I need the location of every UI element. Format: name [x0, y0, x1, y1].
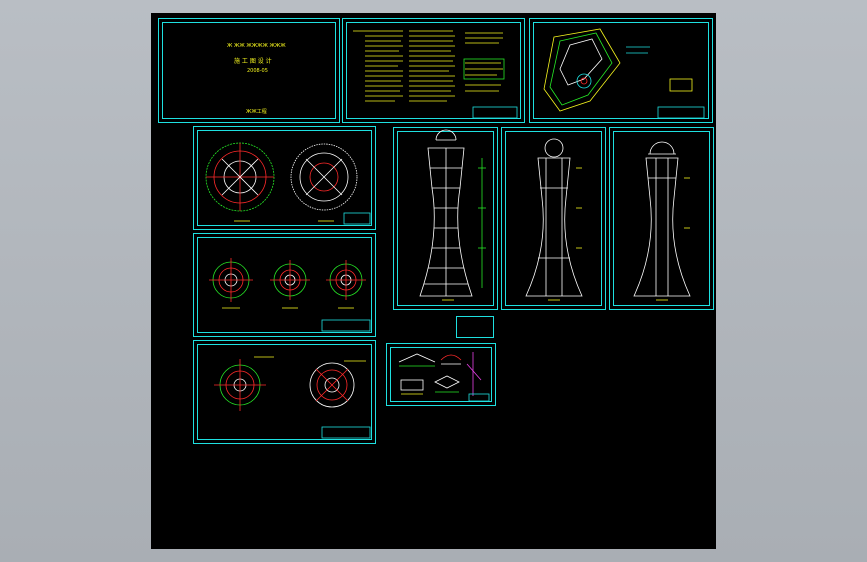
roof-plan-sheet[interactable] [193, 340, 376, 444]
tower-elevation-icon [633, 141, 691, 301]
plan-circle-icon [205, 142, 371, 225]
tower-elevation-icon [525, 138, 583, 301]
cover-title: 施 工 图 设 计 [234, 58, 272, 65]
drawing-canvas[interactable]: Ж ЖЖ ЖЖЖЖ ЖЖЖ 施 工 图 设 计 2008-05 ЖЖ工程 [151, 13, 716, 549]
detail-sheet[interactable] [386, 343, 496, 406]
title-block-frame[interactable] [456, 316, 494, 338]
cover-date: 2008-05 [247, 68, 268, 74]
tower-elevation-icon [419, 129, 486, 301]
detail-icon [398, 352, 490, 402]
cover-line1: Ж ЖЖ ЖЖЖЖ ЖЖЖ [227, 43, 286, 49]
cover-sheet[interactable]: Ж ЖЖ ЖЖЖЖ ЖЖЖ 施 工 图 设 计 2008-05 ЖЖ工程 [158, 18, 340, 123]
site-plan-sheet[interactable] [529, 18, 713, 123]
tower-elevation-sheet-3[interactable] [609, 127, 714, 310]
tower-elevation-sheet-2[interactable] [501, 127, 606, 310]
notes-text-block [353, 30, 518, 119]
cover-footer: ЖЖ工程 [246, 109, 267, 115]
foundation-plan-sheet[interactable] [193, 126, 376, 230]
column-plan-sheet[interactable] [193, 233, 376, 337]
site-plan-icon [543, 28, 705, 119]
plan-circle-icon [209, 258, 366, 302]
notes-sheet[interactable] [342, 18, 525, 123]
tower-elevation-sheet-1[interactable] [393, 127, 498, 310]
